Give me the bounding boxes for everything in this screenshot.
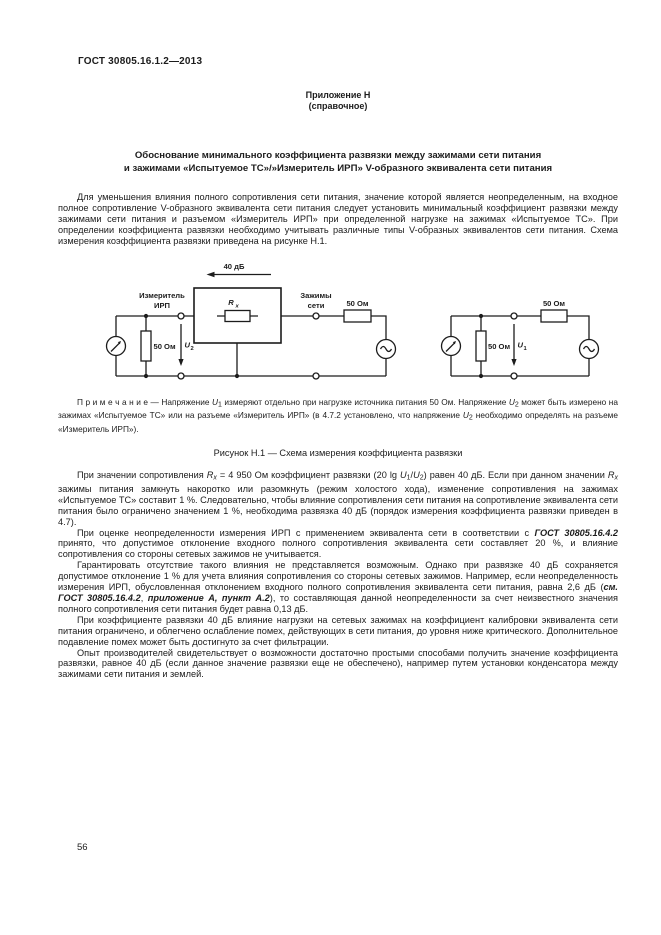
u2-label-sub: 2: [191, 346, 194, 352]
appendix-type: (справочное): [308, 101, 368, 111]
paragraph-3: При оценке неопределенности измерения ИР…: [58, 527, 619, 560]
appendix-label: Приложение Н: [305, 90, 371, 100]
right-circuit-wires: [450, 314, 590, 377]
document-body: Для уменьшения влияния полного сопротивл…: [58, 192, 618, 680]
section-title-line2: и зажимами «Испытуемое ТС»/»Измеритель И…: [123, 162, 553, 174]
section-title: Обоснование минимального коэффициента ра…: [58, 150, 618, 175]
figure-h1: 40 дБ Измеритель ИРП Зажимы сети 50 Ом 5…: [84, 257, 618, 390]
receiver-label-line1: Измеритель: [139, 291, 185, 300]
page-number: 56: [77, 842, 88, 853]
rx-resistor: [224, 309, 251, 322]
paragraph-4: Гарантировать отсутствие такого влияния …: [58, 560, 619, 614]
u2-label: U: [185, 340, 191, 349]
resistor-50ohm-right-shunt: [475, 329, 487, 362]
rx-label: R: [228, 298, 234, 307]
meter-icon-right: [440, 335, 462, 356]
figure-note: П р и м е ч а н и е — Напряжение U1 изме…: [58, 396, 618, 434]
attenuation-arrow: [206, 271, 271, 277]
paragraph-2: При значении сопротивления Rх = 4 950 Ом…: [58, 469, 618, 527]
resistor-label-left-shunt: 50 Ом: [154, 342, 176, 351]
meter-icon-left: [105, 335, 127, 356]
mains-terminals-label-line2: сети: [308, 301, 325, 310]
terminal-circles: [177, 311, 518, 380]
appendix-heading: Приложение Н (справочное): [58, 90, 618, 112]
u1-label: U: [518, 340, 524, 349]
figure-h1-schematic: 40 дБ Измеритель ИРП Зажимы сети 50 Ом 5…: [105, 262, 600, 380]
document-header: ГОСТ 30805.16.1.2—2013: [78, 56, 203, 67]
resistor-50ohm-right-series: [540, 308, 568, 323]
rx-label-sub: х: [235, 303, 240, 309]
resistor-label-right-shunt: 50 Ом: [488, 342, 510, 351]
u1-label-sub: 1: [524, 346, 528, 352]
paragraph-6: Опыт производителей свидетельствует о во…: [58, 647, 618, 680]
paragraph-5: При коэффициенте развязки 40 дБ влияние …: [58, 614, 618, 647]
paragraph-intro: Для уменьшения влияния полного сопротивл…: [58, 192, 618, 246]
attenuation-label: 40 дБ: [224, 262, 245, 271]
junction-dots: [143, 313, 484, 378]
mains-terminals-label-line1: Зажимы: [300, 291, 331, 300]
figure-caption: Рисунок Н.1 — Схема измерения коэффициен…: [213, 447, 463, 458]
generator-icon-right: [578, 338, 600, 359]
u2-arrow: [178, 323, 184, 366]
receiver-label-line2: ИРП: [154, 301, 170, 310]
resistor-50ohm-left-series: [343, 308, 372, 323]
u1-arrow: [511, 323, 517, 366]
resistor-label-left-series: 50 Ом: [346, 299, 368, 308]
generator-icon-left: [375, 338, 397, 359]
section-title-line1: Обоснование минимального коэффициента ра…: [134, 150, 542, 161]
resistor-label-right-series: 50 Ом: [543, 299, 565, 308]
resistor-50ohm-left-shunt: [140, 329, 152, 362]
